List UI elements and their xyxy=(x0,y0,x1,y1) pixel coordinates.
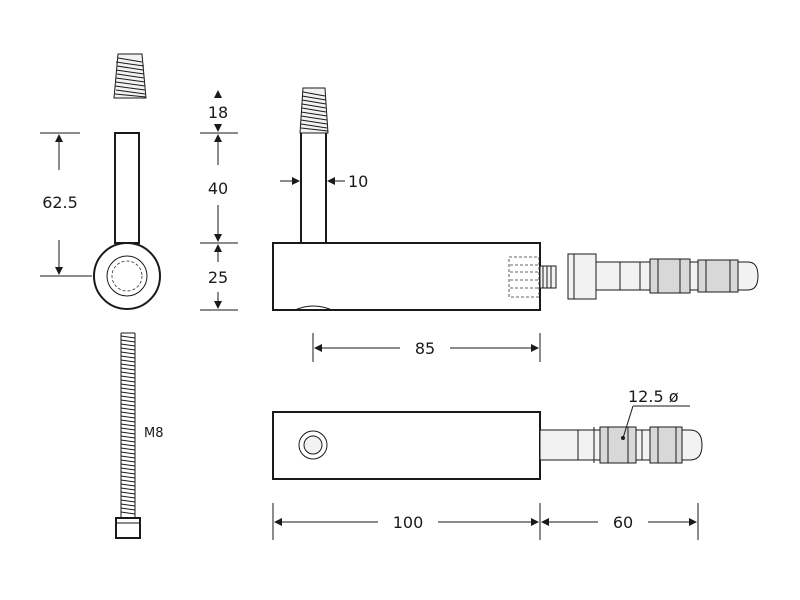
dimension-10: 10 xyxy=(280,172,368,191)
bolt-thread-line xyxy=(120,467,136,471)
bolt-thread-line xyxy=(120,479,136,483)
bolt-thread-line xyxy=(120,351,136,355)
bolt-thread-line xyxy=(120,491,136,495)
threaded-stud xyxy=(539,265,557,289)
bolt-thread-line xyxy=(120,427,136,431)
dimension-62-5: 62.5 xyxy=(40,132,92,277)
bolt-thread-line xyxy=(120,423,136,427)
bolt-thread-line xyxy=(120,487,136,491)
dimension-100-60: 100 60 xyxy=(272,503,699,540)
bolt-thread-line xyxy=(120,475,136,479)
dimension-85: 85 xyxy=(312,333,541,362)
body-side-view xyxy=(272,242,541,311)
bolt-thread-line xyxy=(120,355,136,359)
pin-exploded xyxy=(567,253,759,300)
bolt-thread-line xyxy=(120,403,136,407)
bolt-m8: M8 xyxy=(115,332,164,539)
bolt-thread-line xyxy=(120,407,136,411)
bolt-thread-line xyxy=(120,471,136,475)
bolt-thread-line xyxy=(120,507,136,511)
threaded-insert-side xyxy=(299,87,329,134)
dim-label-60: 60 xyxy=(613,513,633,532)
dim-label-40: 40 xyxy=(208,179,228,198)
bolt-thread-line xyxy=(120,499,136,503)
dim-label-62-5: 62.5 xyxy=(42,193,78,212)
bolt-thread-line xyxy=(120,483,136,487)
dim-label-25: 25 xyxy=(208,268,228,287)
bolt-thread-line xyxy=(120,439,136,443)
bolt-thread-line xyxy=(120,395,136,399)
dimension-stack-vertical: 18 40 25 xyxy=(200,90,238,311)
bolt-thread-line xyxy=(120,347,136,351)
dimension-12-5-dia: 12.5 ø xyxy=(621,387,690,440)
bolt-label: M8 xyxy=(144,426,164,441)
dim-label-18: 18 xyxy=(208,103,228,122)
bolt-thread-line xyxy=(120,431,136,435)
dim-label-85: 85 xyxy=(415,339,435,358)
bolt-thread-line xyxy=(120,511,136,515)
bolt-thread-line xyxy=(120,503,136,507)
ring-end-view xyxy=(93,242,161,310)
bolt-thread-line xyxy=(120,359,136,363)
bolt-thread-line xyxy=(120,447,136,451)
bolt-thread-line xyxy=(120,391,136,395)
bolt-thread-line xyxy=(120,383,136,387)
bolt-thread-line xyxy=(120,371,136,375)
dim-label-100: 100 xyxy=(393,513,424,532)
bolt-thread-line xyxy=(120,363,136,367)
bolt-thread-line xyxy=(120,343,136,347)
bolt-thread-line xyxy=(120,495,136,499)
stem-side-view xyxy=(300,133,327,248)
bolt-thread-line xyxy=(120,419,136,423)
bolt-thread-line xyxy=(120,411,136,415)
bolt-thread-line xyxy=(120,443,136,447)
bolt-thread-line xyxy=(120,339,136,343)
bolt-thread-line xyxy=(120,367,136,371)
bolt-thread-line xyxy=(120,387,136,391)
bolt-thread-line xyxy=(120,415,136,419)
threaded-insert-top-left xyxy=(113,53,147,99)
bolt-thread-line xyxy=(120,459,136,463)
bolt-thread-line xyxy=(120,335,136,339)
bolt-thread-line xyxy=(120,435,136,439)
bolt-thread-line xyxy=(120,451,136,455)
pin-installed xyxy=(539,426,703,464)
dim-label-12-5: 12.5 ø xyxy=(628,387,679,406)
bolt-thread-line xyxy=(120,463,136,467)
dim-label-10: 10 xyxy=(348,172,368,191)
stem-end-view xyxy=(114,132,140,244)
body-top-view xyxy=(272,411,541,480)
bolt-thread-line xyxy=(120,455,136,459)
bolt-thread-line xyxy=(120,379,136,383)
bolt-thread-line xyxy=(120,399,136,403)
bolt-thread-line xyxy=(120,375,136,379)
